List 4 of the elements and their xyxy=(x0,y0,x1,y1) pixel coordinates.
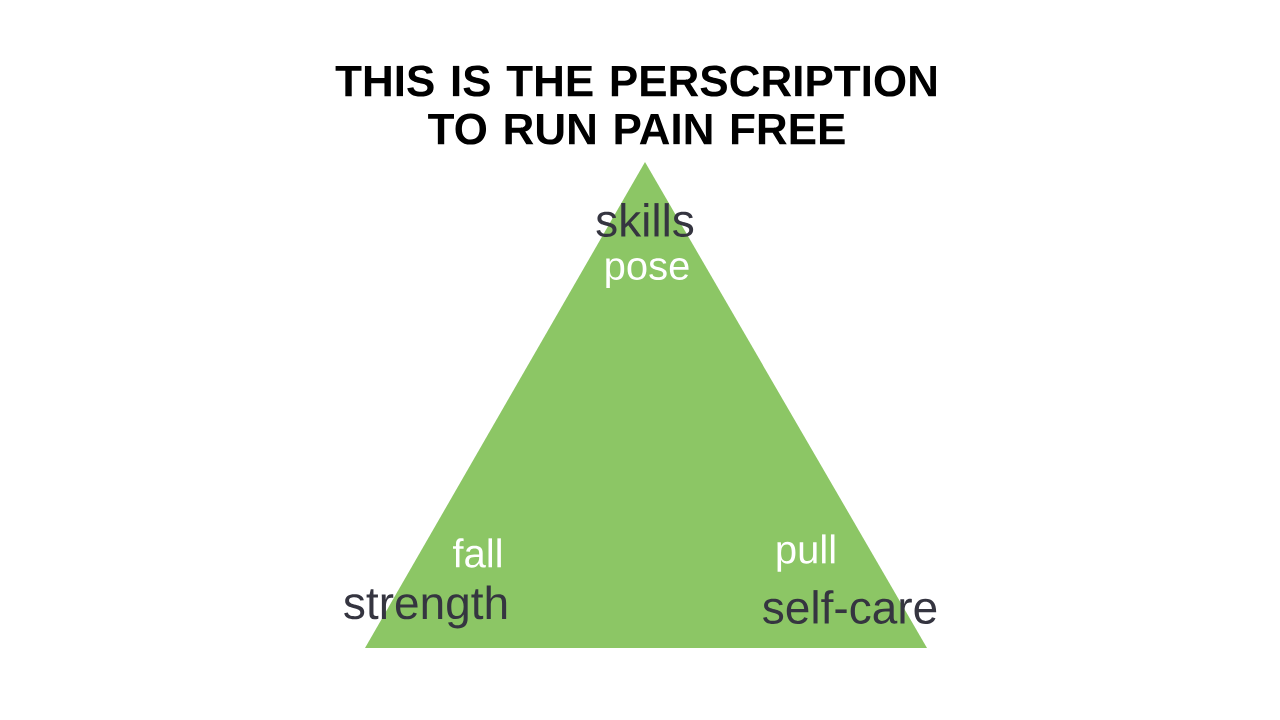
triangle-label: pull xyxy=(777,534,835,572)
title: THIS IS THE PERSCRIPTION TO RUN PAIN FREE xyxy=(335,65,936,145)
triangle-label: fall xyxy=(453,538,501,568)
triangle-label: pose xyxy=(606,258,689,288)
